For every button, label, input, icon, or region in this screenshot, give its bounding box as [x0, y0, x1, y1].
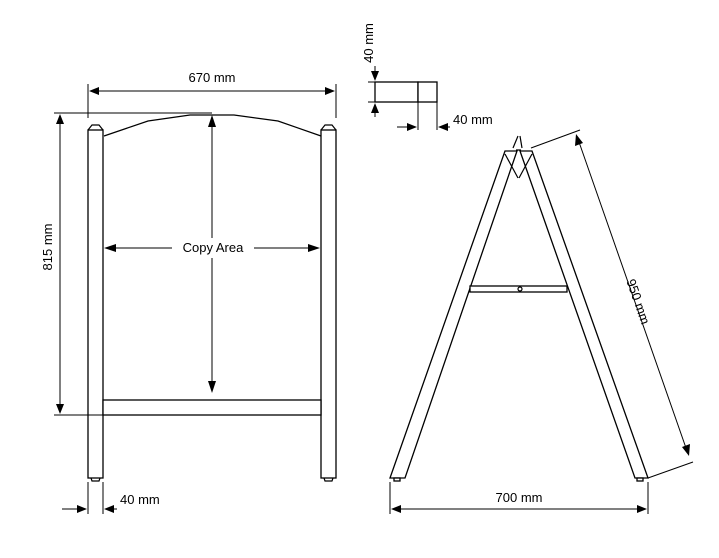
left-leg-inner	[504, 153, 519, 179]
right-leg	[519, 150, 649, 479]
base-width-label: 700 mm	[496, 490, 543, 505]
left-post-foot	[90, 477, 101, 482]
copy-area-dimension: Copy Area	[104, 115, 320, 393]
bottom-rail	[102, 399, 322, 416]
left-leg-foot	[393, 477, 401, 482]
profile-width-label: 40 mm	[453, 112, 493, 127]
right-leg-inner	[518, 153, 533, 179]
hinge	[512, 135, 523, 151]
width-label: 670 mm	[189, 70, 236, 85]
left-leg	[389, 150, 518, 479]
post-width-label: 40 mm	[120, 492, 160, 507]
left-post-cap	[87, 124, 104, 131]
right-post-foot	[323, 477, 334, 482]
profile-square	[417, 81, 438, 103]
base-width-dimension: 700 mm	[389, 482, 649, 514]
left-post	[87, 129, 104, 479]
height-dimension: 815 mm	[40, 112, 212, 416]
front-view: 670 mm 815 mm Copy Area	[40, 70, 337, 514]
copy-area-label: Copy Area	[183, 240, 244, 255]
height-label: 815 mm	[40, 224, 55, 271]
profile-detail: 40 mm 40 mm	[361, 23, 493, 131]
profile-height-label: 40 mm	[361, 23, 376, 63]
leg-length-dimension: 950 mm	[530, 129, 694, 479]
width-dimension: 670 mm	[87, 70, 337, 118]
side-view: 950 mm 700 mm	[389, 129, 694, 514]
post-width-dimension: 40 mm	[62, 482, 160, 514]
right-post	[320, 129, 337, 479]
right-leg-foot	[636, 477, 644, 482]
spreader-bolt	[517, 286, 523, 292]
right-post-cap	[320, 124, 337, 131]
profile-post-section	[374, 81, 419, 103]
leg-length-label: 950 mm	[623, 277, 653, 326]
